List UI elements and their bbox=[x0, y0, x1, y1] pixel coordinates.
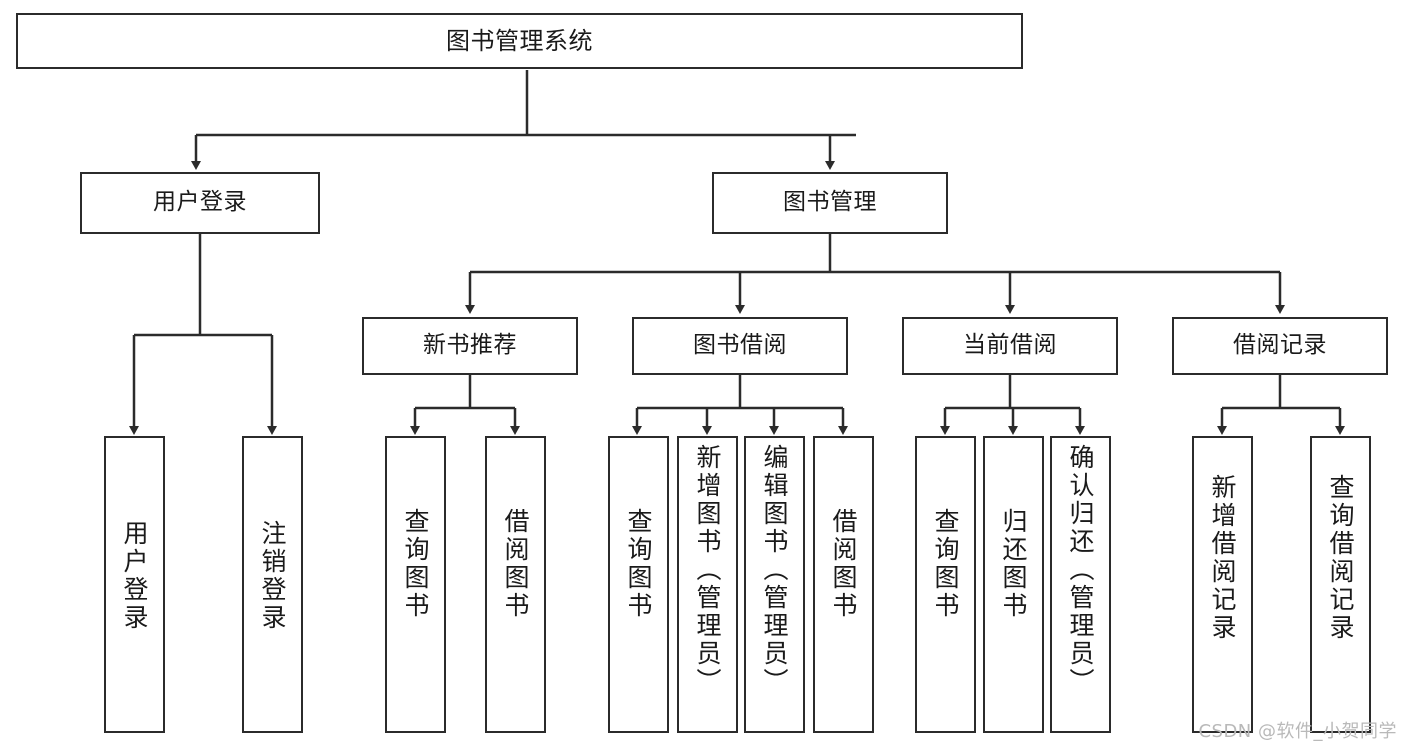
node-leaf-return-book[interactable]: 归还图书 bbox=[983, 436, 1044, 733]
node-leaf-query-book-borrow[interactable]: 查询图书 bbox=[608, 436, 669, 733]
node-root-library-management-system[interactable]: 图书管理系统 bbox=[16, 13, 1023, 69]
node-leaf-user-login[interactable]: 用户登录 bbox=[104, 436, 165, 733]
node-label: 编辑图书（管理员） bbox=[760, 444, 789, 696]
node-leaf-borrow-book-recommend[interactable]: 借阅图书 bbox=[485, 436, 546, 733]
node-label: 图书管理系统 bbox=[446, 26, 593, 55]
node-leaf-add-book-admin[interactable]: 新增图书（管理员） bbox=[677, 436, 738, 733]
node-leaf-edit-book-admin[interactable]: 编辑图书（管理员） bbox=[744, 436, 805, 733]
node-label: 借阅记录 bbox=[1233, 332, 1327, 359]
node-label: 图书借阅 bbox=[693, 332, 787, 359]
node-label: 当前借阅 bbox=[963, 332, 1057, 359]
node-leaf-query-borrow-record[interactable]: 查询借阅记录 bbox=[1310, 436, 1371, 733]
node-new-book-recommendation[interactable]: 新书推荐 bbox=[362, 317, 578, 375]
node-label: 归还图书 bbox=[999, 508, 1028, 620]
node-user-login[interactable]: 用户登录 bbox=[80, 172, 320, 234]
node-label: 新增借阅记录 bbox=[1208, 474, 1237, 642]
node-leaf-confirm-return-admin[interactable]: 确认归还（管理员） bbox=[1050, 436, 1111, 733]
node-label: 注销登录 bbox=[258, 520, 287, 632]
node-leaf-add-borrow-record[interactable]: 新增借阅记录 bbox=[1192, 436, 1253, 733]
node-label: 借阅图书 bbox=[501, 508, 530, 620]
node-label: 查询图书 bbox=[624, 508, 653, 620]
node-book-management[interactable]: 图书管理 bbox=[712, 172, 948, 234]
node-leaf-logout[interactable]: 注销登录 bbox=[242, 436, 303, 733]
node-label: 新增图书（管理员） bbox=[693, 444, 722, 696]
watermark-text: CSDN @软件_小贺同学 bbox=[1198, 721, 1397, 742]
node-leaf-borrow-book[interactable]: 借阅图书 bbox=[813, 436, 874, 733]
node-label: 借阅图书 bbox=[829, 508, 858, 620]
node-label: 用户登录 bbox=[153, 189, 247, 216]
node-label: 查询图书 bbox=[931, 508, 960, 620]
node-book-borrowing[interactable]: 图书借阅 bbox=[632, 317, 848, 375]
node-label: 图书管理 bbox=[783, 189, 877, 216]
node-label: 查询借阅记录 bbox=[1326, 474, 1355, 642]
node-current-borrowing[interactable]: 当前借阅 bbox=[902, 317, 1118, 375]
node-leaf-query-book-current[interactable]: 查询图书 bbox=[915, 436, 976, 733]
node-label: 用户登录 bbox=[120, 520, 149, 632]
node-label: 查询图书 bbox=[401, 508, 430, 620]
node-label: 新书推荐 bbox=[423, 332, 517, 359]
node-leaf-query-book-recommend[interactable]: 查询图书 bbox=[385, 436, 446, 733]
node-borrowing-record[interactable]: 借阅记录 bbox=[1172, 317, 1388, 375]
node-label: 确认归还（管理员） bbox=[1066, 444, 1095, 696]
